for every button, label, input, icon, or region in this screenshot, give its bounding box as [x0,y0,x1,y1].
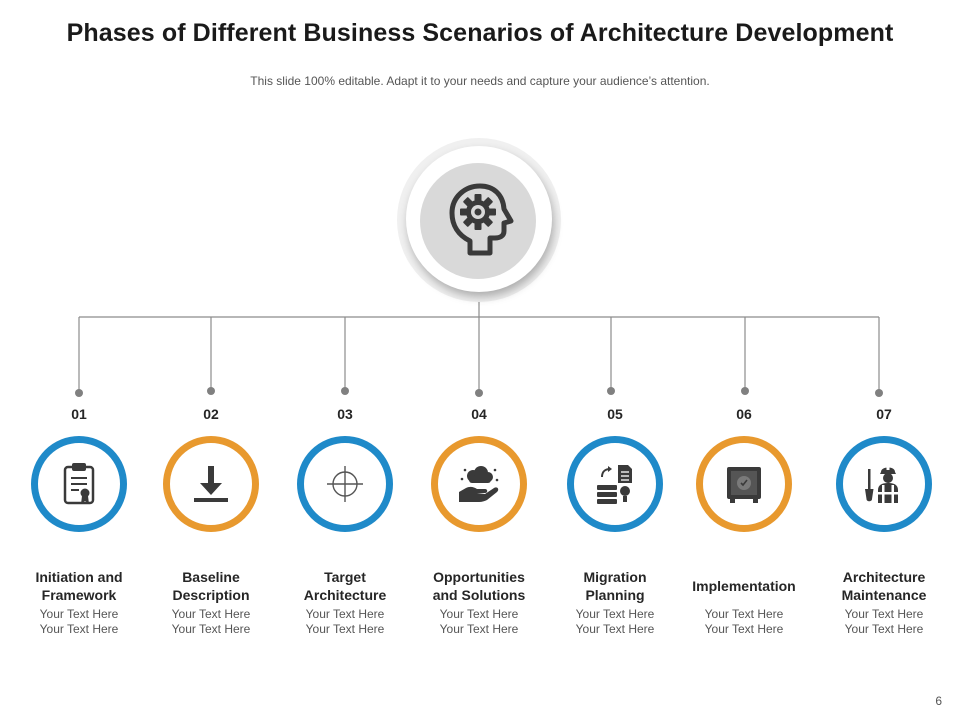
phase-desc-line-1: Your Text Here [305,607,385,621]
phase-7: 07 Architecture Maintenance Your Text He… [816,404,952,636]
phase-number: 03 [337,406,353,422]
phase-number: 07 [876,406,892,422]
connector-dot-5 [607,387,615,395]
clipboard-certificate-icon [63,463,95,505]
phase-desc-line-1: Your Text Here [171,607,251,621]
safe-box-icon [727,467,761,503]
phase-number: 01 [71,406,87,422]
connector-dot-3 [341,387,349,395]
head-gear-icon [449,183,514,256]
phase-5: 05 Migration Planning Your Text Here You… [547,404,683,636]
server-document-icon [597,465,632,504]
phase-ring [431,436,527,532]
connector-dot-1 [75,389,83,397]
phase-desc-line-2: Your Text Here [171,622,251,636]
phase-label: Migration Planning [583,569,647,603]
phase-label: Implementation [692,578,796,594]
center-hub [420,163,536,279]
download-arrow-icon [194,466,228,502]
phase-4: 04 Opportunities and Solutions Your Text… [411,404,547,636]
phase-desc-line-1: Your Text Here [575,607,655,621]
slide-title: Phases of Different Business Scenarios o… [66,19,894,47]
phase-number: 06 [736,406,752,422]
phase-number: 05 [607,406,623,422]
phase-number: 04 [471,406,487,422]
hand-cloud-icon [459,466,499,502]
slide-subtitle: This slide 100% editable. Adapt it to yo… [250,74,710,88]
phase-6: 06 Implementation Your Text Here Your Te… [676,404,812,636]
connector-dot-6 [741,387,749,395]
phase-number: 02 [203,406,219,422]
crosshair-target-icon [327,466,363,502]
phase-desc-line-2: Your Text Here [704,622,784,636]
phase-desc-line-2: Your Text Here [305,622,385,636]
phase-label: Opportunities and Solutions [432,569,526,603]
connector-dot-2 [207,387,215,395]
phase-2: 02 Baseline Description Your Text Here Y… [143,404,279,636]
phase-desc-line-2: Your Text Here [575,622,655,636]
phase-label: Initiation and Framework [35,569,123,603]
phase-ring [836,436,932,532]
phase-ring [31,436,127,532]
phase-desc-line-2: Your Text Here [439,622,519,636]
phase-label: Architecture Maintenance [841,569,927,603]
phase-desc-line-2: Your Text Here [39,622,119,636]
connector-dot-4 [475,389,483,397]
phase-desc-line-1: Your Text Here [439,607,519,621]
phase-desc-line-1: Your Text Here [844,607,924,621]
phase-desc-line-1: Your Text Here [704,607,784,621]
phase-ring [567,436,663,532]
connector-dot-7 [875,389,883,397]
phase-ring [163,436,259,532]
phase-3: 03 Target Architecture Your Text Here Yo… [277,404,413,636]
phase-desc-line-1: Your Text Here [39,607,119,621]
page-number: 6 [935,694,942,708]
engineer-tools-icon [865,465,898,503]
phase-ring [297,436,393,532]
phase-desc-line-2: Your Text Here [844,622,924,636]
phase-1: 01 Initiation and Framework Your Text He… [11,404,147,636]
phase-label: Baseline Description [172,569,250,603]
phase-ring [696,436,792,532]
phase-label: Target Architecture [303,569,387,603]
